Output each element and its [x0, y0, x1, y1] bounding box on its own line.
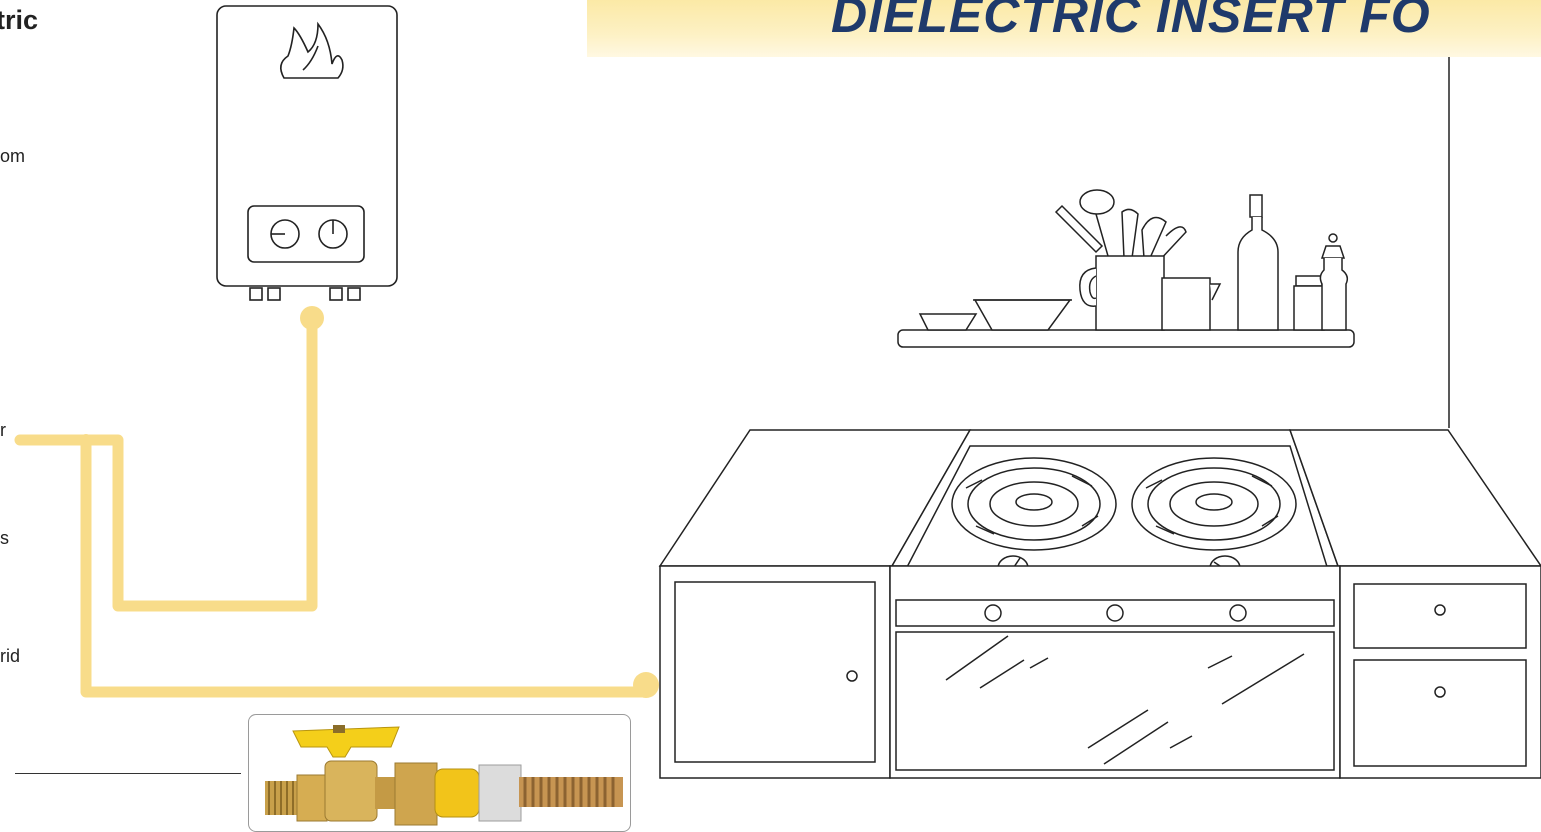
gas-pipes [20, 318, 646, 692]
water-heater-icon [217, 6, 397, 300]
valve-handle [293, 727, 399, 757]
pipe-joint-stove [633, 672, 659, 698]
section-divider [15, 773, 241, 774]
pipe-joint-branch [80, 434, 92, 446]
pipe-to-water-heater [20, 318, 312, 606]
pipe-to-stove [86, 440, 646, 692]
kitchen-stove-illustration [660, 430, 1541, 778]
kitchen-shelf [898, 190, 1354, 347]
pipe-joint-heater [300, 306, 324, 330]
gas-valve-connector-photo [248, 714, 631, 832]
